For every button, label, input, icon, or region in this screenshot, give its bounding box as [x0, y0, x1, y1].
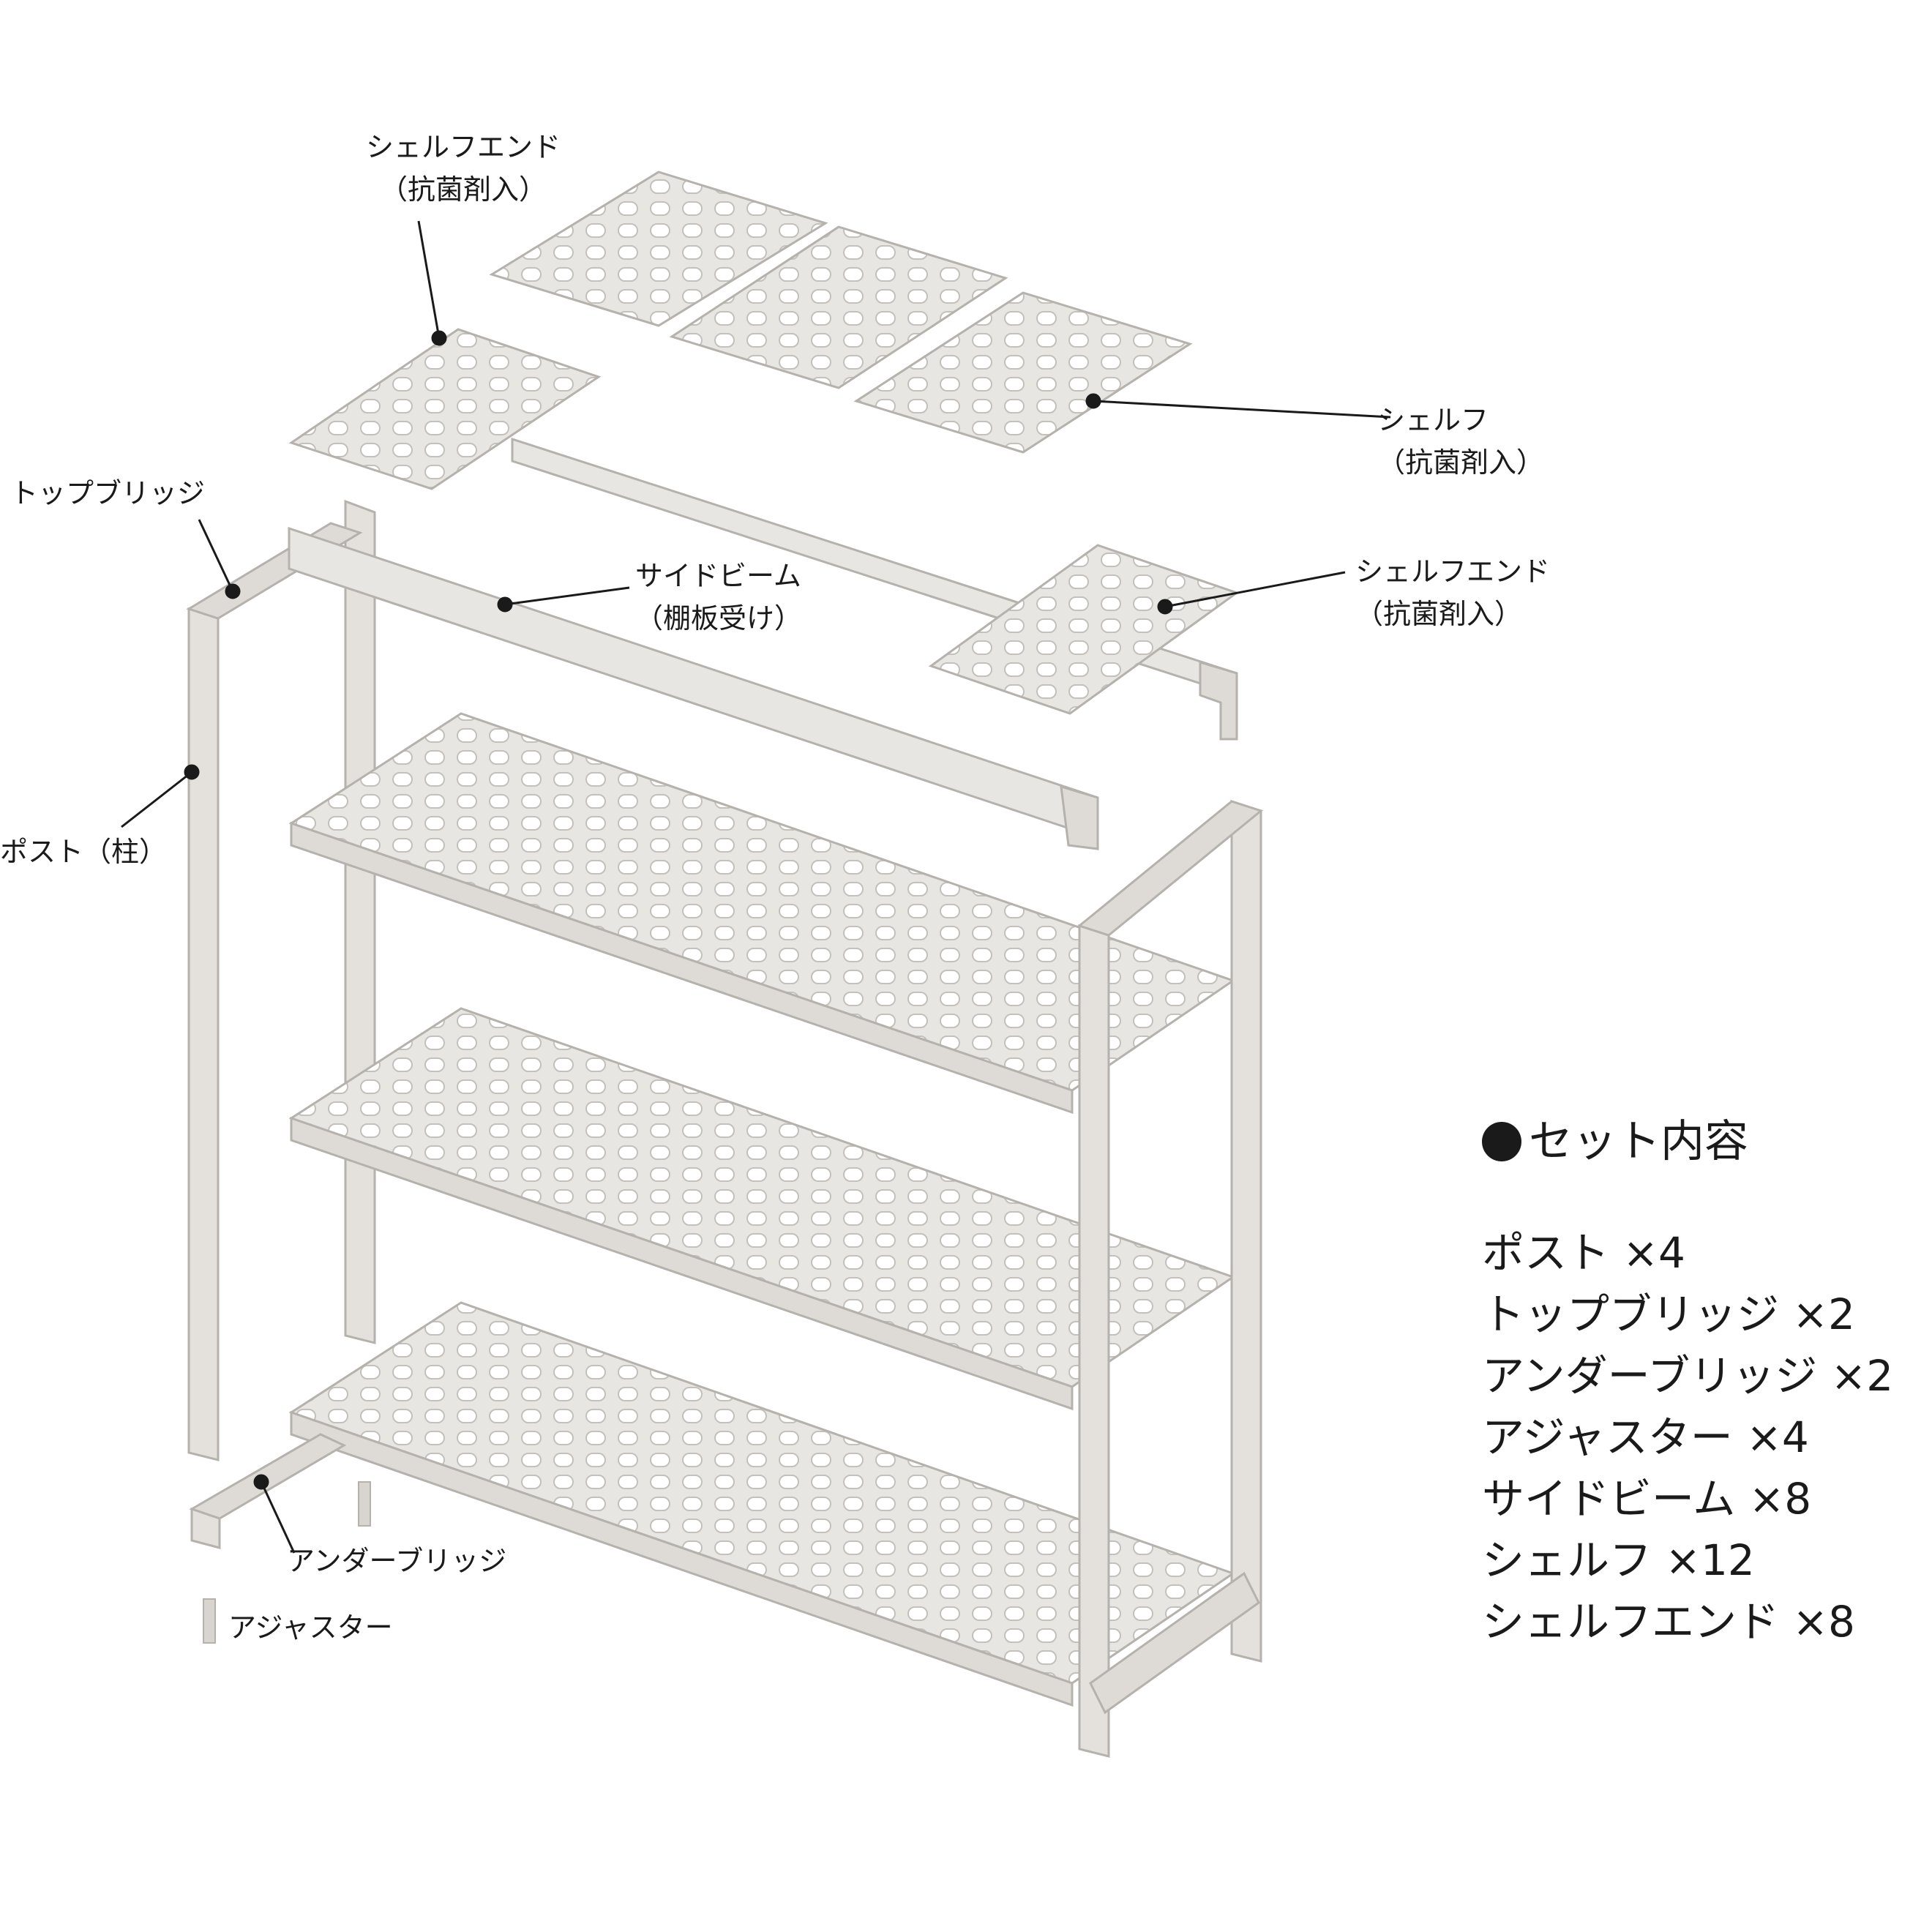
label-shelf-end-right: シェルフエンド （抗菌剤入）: [1355, 550, 1550, 635]
list-item: トップブリッジ ×2: [1482, 1289, 1855, 1339]
bullet-dot-icon: [1482, 1122, 1521, 1161]
post-rear-left: [344, 499, 376, 1344]
list-item: シェルフ ×12: [1482, 1535, 1755, 1585]
list-item: アンダーブリッジ ×2: [1482, 1351, 1894, 1401]
under-bridge-right: [1089, 1571, 1260, 1715]
label-shelf-line1: シェルフ: [1377, 404, 1489, 436]
shelf-assembled-1-edge: [290, 821, 1074, 1115]
label-shelf-line2: （抗菌剤入）: [1377, 446, 1545, 479]
shelf-end-top-left: [288, 328, 602, 490]
set-contents: セット内容 ポスト ×4 トップブリッジ ×2 アンダーブリッジ ×2 アジャス…: [1482, 1112, 1893, 1652]
shelf-panel-top-2: [669, 225, 1008, 389]
shelf-assembled-3-edge: [290, 1410, 1074, 1707]
label-shelf-end-right-line2: （抗菌剤入）: [1355, 598, 1523, 630]
adjuster-part-1: [358, 1481, 371, 1527]
label-shelf-end-right-line1: シェルフエンド: [1355, 555, 1551, 588]
shelf-assembled-2-edge: [290, 1116, 1074, 1411]
shelf-panel-top-3: [853, 291, 1193, 454]
list-item: ポスト ×4: [1482, 1228, 1685, 1278]
label-adjuster-line1: アジャスター: [228, 1611, 393, 1644]
label-shelf: シェルフ （抗菌剤入）: [1377, 399, 1544, 484]
label-post-line1: ポスト（柱）: [0, 836, 168, 868]
set-contents-title: セット内容: [1482, 1112, 1893, 1171]
label-shelf-end-top-line2: （抗菌剤入）: [380, 173, 547, 206]
list-item: アジャスター ×4: [1482, 1412, 1809, 1462]
label-top-bridge: トップブリッジ: [10, 472, 205, 514]
label-under-bridge: アンダーブリッジ: [287, 1540, 506, 1582]
under-bridge-foot: [190, 1507, 221, 1549]
back-beam-bracket: [1199, 660, 1238, 741]
front-beam-bracket: [1060, 785, 1099, 850]
label-post: ポスト（柱）: [0, 831, 167, 873]
label-top-bridge-line1: トップブリッジ: [10, 477, 206, 509]
set-contents-list: ポスト ×4 トップブリッジ ×2 アンダーブリッジ ×2 アジャスター ×4 …: [1482, 1222, 1893, 1652]
label-adjuster: アジャスター: [228, 1606, 393, 1649]
label-under-bridge-line1: アンダーブリッジ: [287, 1545, 507, 1577]
shelf-end-right: [928, 544, 1240, 715]
label-side-beam-line2: （棚板受け）: [635, 602, 803, 634]
leader-lines: [121, 220, 1391, 1554]
post-rear-right: [1230, 799, 1262, 1663]
post-front-right: [1078, 924, 1110, 1758]
label-side-beam: サイドビーム （棚板受け）: [635, 555, 802, 640]
label-side-beam-line1: サイドビーム: [635, 560, 801, 592]
list-item: シェルフエンド ×8: [1482, 1597, 1855, 1647]
top-bridge-right: [1077, 800, 1264, 937]
adjuster-part-2: [203, 1598, 216, 1644]
post-detached: [187, 607, 220, 1461]
list-item: サイドビーム ×8: [1482, 1474, 1812, 1524]
shelf-panel-top-1: [489, 171, 828, 327]
label-shelf-end-top-line1: シェルフエンド: [366, 131, 561, 163]
label-shelf-end-top: シェルフエンド （抗菌剤入）: [366, 126, 561, 211]
set-contents-title-text: セット内容: [1529, 1116, 1748, 1167]
